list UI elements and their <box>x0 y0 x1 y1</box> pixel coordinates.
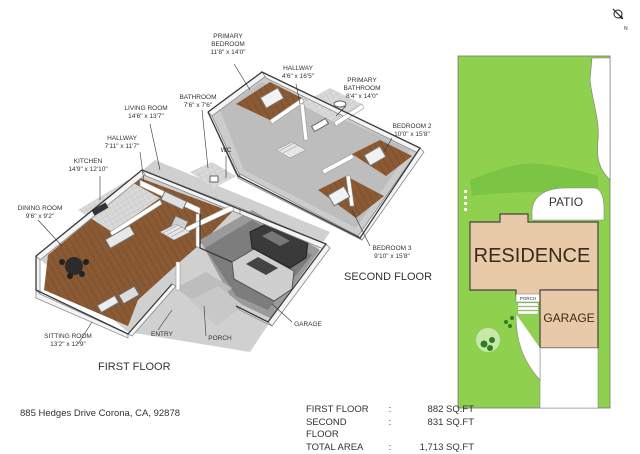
room-dims-sitting: 13'2" x 12'9" <box>50 341 86 348</box>
area-value: 882 SQ.FT <box>404 404 474 417</box>
area-label: FIRST FLOOR <box>306 404 376 417</box>
second-floor-caption: SECOND FLOOR <box>344 271 432 283</box>
room-dims-living: 14'6" x 13'7" <box>128 113 164 120</box>
site-porch-label: PORCH <box>520 296 536 301</box>
room-label-porch: PORCH <box>208 335 232 342</box>
area-value: 1,713 SQ.FT <box>404 442 474 454</box>
room-label-bedroom-3: BEDROOM 3 <box>372 245 411 252</box>
compass-label: N <box>624 26 628 32</box>
room-label-hallway-2: HALLWAY <box>283 65 314 72</box>
area-sep: : <box>376 417 404 442</box>
room-label-kitchen: KITCHEN <box>74 158 103 165</box>
patio-label: PATIO <box>549 195 583 209</box>
residence-label: RESIDENCE <box>474 245 591 267</box>
room-dims-bedroom-2: 10'0" x 15'8" <box>394 131 430 138</box>
room-label-garage: GARAGE <box>294 321 322 328</box>
site-plan: PATIO RESIDENCE PORCH GARAGE <box>458 56 610 408</box>
room-dims-hallway-1: 7'11" x 11'7" <box>105 143 140 150</box>
room-label-bedroom-2: BEDROOM 2 <box>392 123 431 130</box>
room-label-living: LIVING ROOM <box>124 105 167 112</box>
room-label-primary-bathroom-1: PRIMARY <box>347 77 377 84</box>
room-label-wc: WC <box>221 147 232 154</box>
room-label-primary-bathroom-2: BATHROOM <box>343 85 380 92</box>
site-garage-label: GARAGE <box>543 311 594 325</box>
property-address: 885 Hedges Drive Corona, CA, 92878 <box>20 408 180 419</box>
room-label-hallway-1: HALLWAY <box>107 135 138 142</box>
room-dims-kitchen: 14'9" x 12'10" <box>68 166 108 173</box>
area-row-first-floor: FIRST FLOOR : 882 SQ.FT <box>306 404 474 417</box>
room-label-primary-bedroom-1: PRIMARY <box>213 33 243 40</box>
room-dims-dining: 9'6" x 9'2" <box>26 213 55 220</box>
room-label-sitting: SITTING ROOM <box>44 333 92 340</box>
area-row-total: TOTAL AREA : 1,713 SQ.FT <box>306 442 474 454</box>
driveway <box>540 348 598 408</box>
room-dims-primary-bedroom: 11'8" x 14'0" <box>210 49 246 56</box>
area-value: 831 SQ.FT <box>404 417 474 442</box>
room-label-entry: ENTRY <box>151 331 174 338</box>
area-row-second-floor: SECOND FLOOR : 831 SQ.FT <box>306 417 474 442</box>
room-dims-hallway-2: 4'6" x 16'5" <box>282 73 315 80</box>
room-dims-bedroom-3: 9'10" x 15'8" <box>374 253 410 260</box>
compass-icon: N <box>613 9 628 32</box>
room-dims-primary-bathroom: 8'4" x 14'0" <box>346 93 379 100</box>
room-label-bathroom: BATHROOM <box>179 94 216 101</box>
area-sep: : <box>376 442 404 454</box>
area-summary: FIRST FLOOR : 882 SQ.FT SECOND FLOOR : 8… <box>306 404 474 454</box>
room-label-dining: DINING ROOM <box>18 205 63 212</box>
room-dims-bathroom: 7'6" x 7'6" <box>184 102 213 109</box>
area-label: TOTAL AREA <box>306 442 376 454</box>
area-label: SECOND FLOOR <box>306 417 376 442</box>
first-floor-caption: FIRST FLOOR <box>98 361 171 373</box>
area-sep: : <box>376 404 404 417</box>
room-label-primary-bedroom-2: BEDROOM <box>211 41 245 48</box>
